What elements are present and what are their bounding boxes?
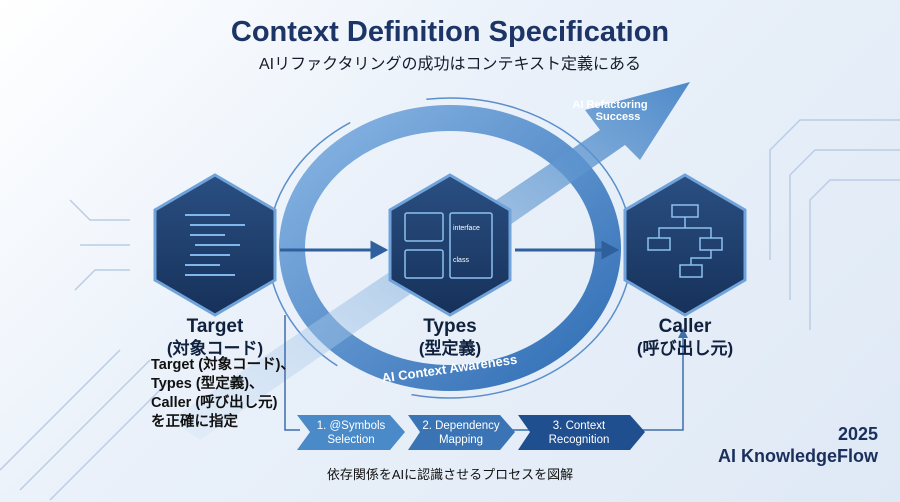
page-title: Context Definition Specification: [230, 16, 670, 48]
node-title: Types: [423, 316, 477, 337]
code-editor-icon: [185, 214, 245, 276]
caption: 依存関係をAIに認識させるプロセスを図解: [326, 467, 574, 482]
step-3-shape: [518, 415, 645, 450]
success-arrow-line2: Success: [596, 111, 641, 123]
circuit-lines: [0, 119, 900, 501]
node-title: Caller: [658, 316, 712, 337]
type-definition-windows-icon: [404, 212, 493, 279]
node-label-target: Target (対象コード): [135, 316, 295, 360]
description: Target (対象コード)、 Types (型定義)、 Caller (呼び出…: [151, 356, 295, 432]
hexagon-caller: [623, 173, 747, 317]
description-line: Target (対象コード)、: [151, 357, 295, 373]
node-label-caller: Caller (呼び出し元): [605, 316, 765, 360]
step-2-shape: [408, 415, 515, 450]
description-line: Caller (呼び出し元): [151, 395, 278, 411]
footer-year: 2025: [837, 424, 878, 444]
description-line: Types (型定義)、: [151, 376, 264, 392]
description-line: を正確に指定: [151, 414, 238, 430]
interface-label: interface: [453, 225, 480, 232]
node-subtitle: (型定義): [418, 339, 482, 358]
page-subtitle: AIリファクタリングの成功はコンテキスト定義にある: [259, 56, 641, 73]
success-arrow-line1: AI Refactoring: [572, 99, 647, 111]
node-label-types: Types (型定義): [370, 316, 530, 360]
hexagon-target: [153, 173, 277, 317]
node-subtitle: (対象コード): [166, 339, 264, 358]
node-title: Target: [186, 316, 244, 337]
flowchart-hierarchy-icon: [647, 204, 723, 278]
node-subtitle: (呼び出し元): [636, 339, 734, 358]
step-1-shape: [297, 415, 405, 450]
footer-brand: AI KnowledgeFlow: [718, 446, 878, 466]
hexagon-types: interface class: [388, 173, 512, 317]
class-label: class: [453, 257, 469, 264]
